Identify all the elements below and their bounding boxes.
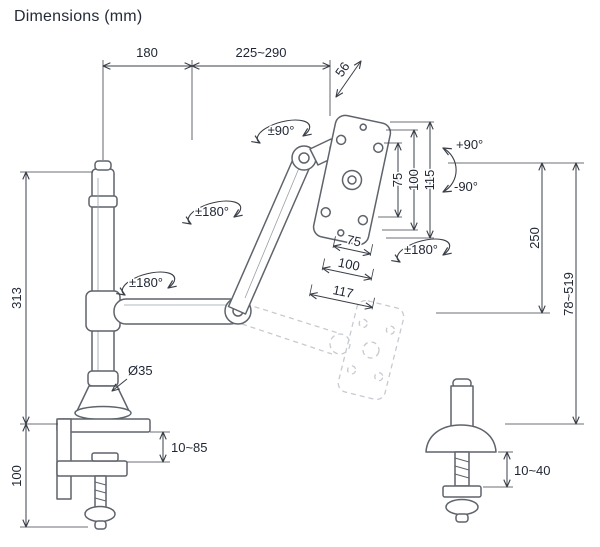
dim-vesa-v100: 100 xyxy=(382,130,423,230)
lower-arm xyxy=(85,290,252,332)
label-tilt-down: -90° xyxy=(454,179,478,194)
label-grommet-range: 10~40 xyxy=(514,463,551,478)
dim-plate-h115: 115 xyxy=(386,122,439,238)
rot-arm-swivel: ±180° xyxy=(188,200,240,224)
dim-vesa-v75: 75 xyxy=(378,143,407,217)
dim-pole-height: 313 xyxy=(8,172,93,424)
label-reach-range: 225~290 xyxy=(236,45,287,60)
dim-grommet-range: 10~40 xyxy=(483,452,552,487)
dim-vesa-widths: 75 100 117 xyxy=(309,230,375,310)
label-head-depth: 56 xyxy=(332,59,353,79)
desk-clamp xyxy=(56,418,151,530)
dim-clamp-range: 10~85 xyxy=(127,432,209,462)
label-plate-w117: 117 xyxy=(331,282,354,301)
label-pole-height: 313 xyxy=(9,287,24,309)
label-clamp-range: 10~85 xyxy=(171,440,208,455)
grommet-base xyxy=(425,424,497,453)
label-reach-fixed: 180 xyxy=(136,45,158,60)
label-pole-diameter: Ø35 xyxy=(128,363,153,378)
label-arm-swivel: ±180° xyxy=(195,204,229,219)
dim-pole-diameter: Ø35 xyxy=(112,362,154,391)
label-clamp-height: 100 xyxy=(9,465,24,487)
rot-base-swivel: ±180° xyxy=(122,271,174,295)
rot-screen-rotation: ±180° xyxy=(397,238,449,262)
dim-lift-250: 250 xyxy=(436,163,584,313)
dim-clamp-height: 100 xyxy=(8,424,88,527)
diagram-title: Dimensions (mm) xyxy=(14,8,143,25)
ghost-arm-lowered xyxy=(241,299,405,401)
label-vesa-w75: 75 xyxy=(345,232,362,250)
label-vesa-v75: 75 xyxy=(390,173,405,187)
rot-tilt: +90° -90° xyxy=(443,136,485,196)
clamp-knob xyxy=(84,505,116,523)
grommet-mount xyxy=(425,378,497,523)
label-height-range: 78~519 xyxy=(561,272,576,316)
rot-joint-swivel: ±90° xyxy=(257,119,309,143)
vesa-plate xyxy=(312,114,392,246)
dimension-annotations: 180 225~290 56 ±90° ±180° xyxy=(8,44,584,527)
label-vesa-v100: 100 xyxy=(406,169,421,191)
mount-arm-drawing xyxy=(74,114,392,421)
label-lift-250: 250 xyxy=(527,227,542,249)
label-tilt-up: +90° xyxy=(456,137,483,152)
dim-reach-fixed: 180 xyxy=(103,44,192,160)
label-joint-swivel: ±90° xyxy=(268,123,295,138)
label-screen-rotation: ±180° xyxy=(404,242,438,257)
dim-height-range: 78~519 xyxy=(505,163,584,424)
ghost-vesa-plate xyxy=(337,299,405,401)
dim-head-depth: 56 xyxy=(331,58,361,97)
dim-reach-range: 225~290 xyxy=(192,44,330,116)
pole xyxy=(88,160,118,398)
label-plate-h115: 115 xyxy=(422,170,437,191)
grommet-knob xyxy=(445,498,479,516)
label-vesa-w100: 100 xyxy=(337,255,361,274)
label-base-swivel: ±180° xyxy=(129,275,163,290)
pole-base xyxy=(74,370,132,421)
